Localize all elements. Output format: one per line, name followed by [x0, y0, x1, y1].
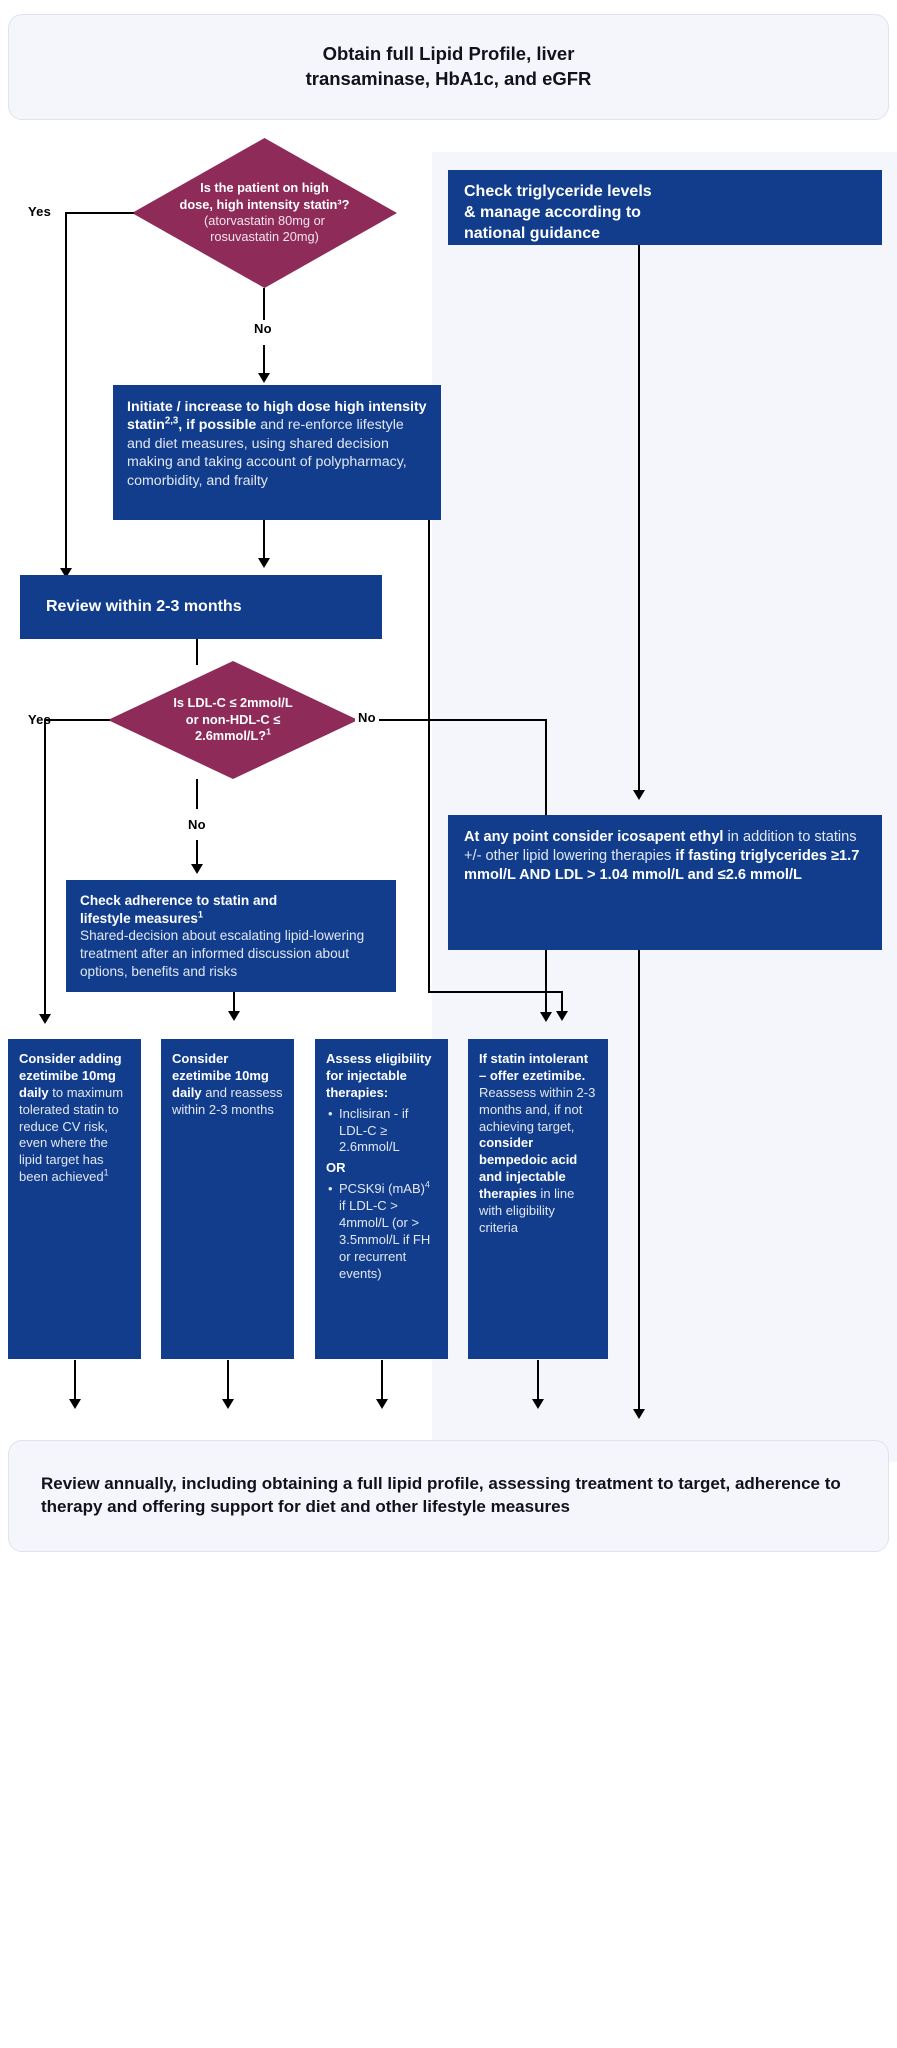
- outcome1-bold: Consider adding ezetimibe 10mg daily: [19, 1051, 122, 1100]
- initiate-statin-box: Initiate / increase to high dose high in…: [113, 385, 441, 520]
- diamond-ldl-line1: Is LDL-C ≤ 2mmol/L: [173, 695, 293, 711]
- edge-statin-no-vertical-bottom: [263, 345, 265, 377]
- diamond-statin-line2: dose, high intensity statin³?: [179, 196, 350, 212]
- initiate-statin-bold-a: Initiate / increase to high dose high: [127, 399, 365, 415]
- edge-ldl-no-arrow: [540, 1012, 552, 1022]
- diamond-statin-line4: rosuvastatin 20mg): [210, 229, 319, 245]
- edge-ldl-no-horizontal2: [388, 719, 546, 721]
- adherence-box: Check adherence to statin and lifestyle …: [66, 880, 396, 992]
- outcome-box-4: If statin intolerant – offer ezetimibe. …: [468, 1039, 608, 1359]
- start-banner-line2: transaminase, HbA1c, and eGFR: [305, 68, 592, 89]
- diamond-statin-line3: (atorvastatin 80mg or: [204, 213, 325, 228]
- start-banner-line1: Obtain full Lipid Profile, liver: [322, 43, 575, 65]
- edge-outcome2-down: [227, 1360, 229, 1402]
- initiate-statin-bold-b: intensity statin: [127, 399, 427, 434]
- edge-statin-yes-vertical: [65, 212, 67, 570]
- outcome-box-2: Consider ezetimibe 10mg daily and reasse…: [161, 1039, 294, 1359]
- initiate-statin-sup: 2,3: [164, 415, 179, 427]
- edge-ldl-yes-arrow: [39, 1014, 51, 1024]
- triglyceride-line3: national guidance: [464, 224, 601, 242]
- outcome4-bold-b: consider bempedoic acid and injectable t…: [479, 1135, 578, 1202]
- edge-ldl-yes-connector: [44, 719, 68, 721]
- diamond-ldl-line3: 2.6mmol/L?1: [195, 726, 271, 744]
- edge-review-to-ldl: [196, 639, 198, 665]
- outcome4-bold-a: If statin intolerant – offer ezetimibe.: [479, 1051, 589, 1083]
- edge-outcome3-arrow: [376, 1399, 388, 1409]
- edge-ldl-no-down-arrow: [191, 864, 203, 874]
- end-banner-text: Review annually, including obtaining a f…: [41, 1474, 841, 1516]
- edge-statin-yes-horizontal: [66, 212, 134, 214]
- edge-outcome2-arrow: [222, 1399, 234, 1409]
- outcome2-normal: and reassess within 2-3 months: [172, 1084, 283, 1117]
- outcome4-normal-b: in line with eligibility criteria: [479, 1186, 575, 1235]
- outcome3-heading: Assess eligibility for injectable therap…: [326, 1051, 432, 1100]
- adherence-sup: 1: [197, 909, 204, 920]
- outcome1-normal: to maximum tolerated statin to reduce CV…: [19, 1084, 124, 1185]
- initiate-statin-bold-c: , if possible: [178, 417, 257, 434]
- edge-adherence-down: [233, 992, 235, 1014]
- icosapent-bold-b: if fasting triglycerides ≥1.7 mmol/L AND…: [464, 847, 860, 883]
- diamond-ldl-sup: 1: [266, 726, 271, 737]
- initiate-statin-text: Initiate / increase to high dose high in…: [127, 399, 427, 489]
- adherence-bold-line2: lifestyle measures1: [80, 909, 204, 926]
- edge-outcome4-arrow: [532, 1399, 544, 1409]
- outcome3-bullet-1: Inclisiran - if LDL-C ≥ 2.6mmol/L: [328, 1106, 437, 1157]
- edge-initiate-to-review: [263, 520, 265, 562]
- edge-label-statin-no: No: [254, 321, 272, 336]
- edge-triglyceride-down: [638, 245, 640, 793]
- triglyceride-line2: & manage according to: [464, 203, 641, 221]
- edge-statin-no-arrow: [258, 373, 270, 383]
- edge-ldl-yes-horizontal: [66, 719, 110, 721]
- edge-ldl-no-down-bottom: [196, 840, 198, 868]
- outcome3-or-label: OR: [326, 1160, 346, 1176]
- outcome3-bullet-list-1: Inclisiran - if LDL-C ≥ 2.6mmol/L: [326, 1106, 437, 1157]
- diamond-ldl-line2: or non-HDL-C ≤: [185, 711, 281, 727]
- edge-statin-yes-arrow: [60, 568, 72, 578]
- adherence-bold-line1: Check adherence to statin and: [80, 893, 278, 908]
- end-banner: Review annually, including obtaining a f…: [8, 1440, 889, 1552]
- edge-outcome1-down: [74, 1360, 76, 1402]
- icosapent-ethyl-box: At any point consider icosapent ethyl in…: [448, 815, 882, 950]
- edge-label-statin-yes: Yes: [28, 204, 52, 219]
- icosapent-bold-a: At any point consider icosapent ethyl: [464, 829, 724, 845]
- edge-label-ldl-no-right: No: [355, 710, 379, 725]
- review-box-text: Review within 2-3 months: [46, 597, 242, 615]
- review-box: Review within 2-3 months: [20, 575, 382, 639]
- start-banner: Obtain full Lipid Profile, liver transam…: [8, 14, 889, 120]
- outcome-box-1: Consider adding ezetimibe 10mg daily to …: [8, 1039, 141, 1359]
- edge-ldl-no-down-top: [196, 779, 198, 809]
- outcome-box-3: Assess eligibility for injectable therap…: [315, 1039, 448, 1359]
- outcome4-normal-a: Reassess within 2-3 months and, if not a…: [479, 1084, 596, 1134]
- outcome2-bold: Consider ezetimibe 10mg daily: [172, 1051, 269, 1100]
- edge-outcome3-down: [381, 1360, 383, 1402]
- edge-initiate-to-review-arrow: [258, 558, 270, 568]
- edge-initiate-right-vertical: [428, 520, 430, 992]
- triglyceride-line1: Check triglyceride levels: [464, 183, 652, 200]
- edge-initiate-right-horizontal: [428, 991, 563, 993]
- edge-outcome1-arrow: [69, 1399, 81, 1409]
- edge-right-rail-down: [638, 950, 640, 1412]
- diamond-statin-line1: Is the patient on high: [200, 180, 329, 196]
- outcome1-sup: 1: [103, 1167, 109, 1178]
- edge-initiate-right-arrow: [556, 1011, 568, 1021]
- edge-triglyceride-arrow: [633, 790, 645, 800]
- triglyceride-box: Check triglyceride levels & manage accor…: [448, 170, 882, 245]
- outcome3-bullet-list-2: PCSK9i (mAB)4 if LDL-C > 4mmol/L (or > 3…: [326, 1179, 437, 1282]
- edge-ldl-yes-vertical: [44, 719, 46, 1017]
- decision-high-dose-statin: Is the patient on high dose, high intens…: [132, 138, 397, 288]
- icosapent-normal-a: in addition to statins +/- other lipid l…: [464, 829, 857, 864]
- outcome3-bullet-2-sup: 4: [424, 1179, 430, 1190]
- edge-right-rail-arrow: [633, 1409, 645, 1419]
- decision-ldl-target: Is LDL-C ≤ 2mmol/L or non-HDL-C ≤ 2.6mmo…: [108, 661, 358, 779]
- edge-adherence-arrow: [228, 1011, 240, 1021]
- outcome3-bullet-2: PCSK9i (mAB)4 if LDL-C > 4mmol/L (or > 3…: [328, 1179, 437, 1282]
- edge-outcome4-down: [537, 1360, 539, 1402]
- edge-label-ldl-no-down: No: [188, 817, 206, 832]
- adherence-normal-text: Shared-decision about escalating lipid-l…: [80, 928, 365, 979]
- edge-initiate-right-down: [561, 991, 563, 1014]
- initiate-statin-normal: and re-enforce lifestyle and diet measur…: [127, 417, 407, 489]
- edge-statin-no-vertical-top: [263, 288, 265, 320]
